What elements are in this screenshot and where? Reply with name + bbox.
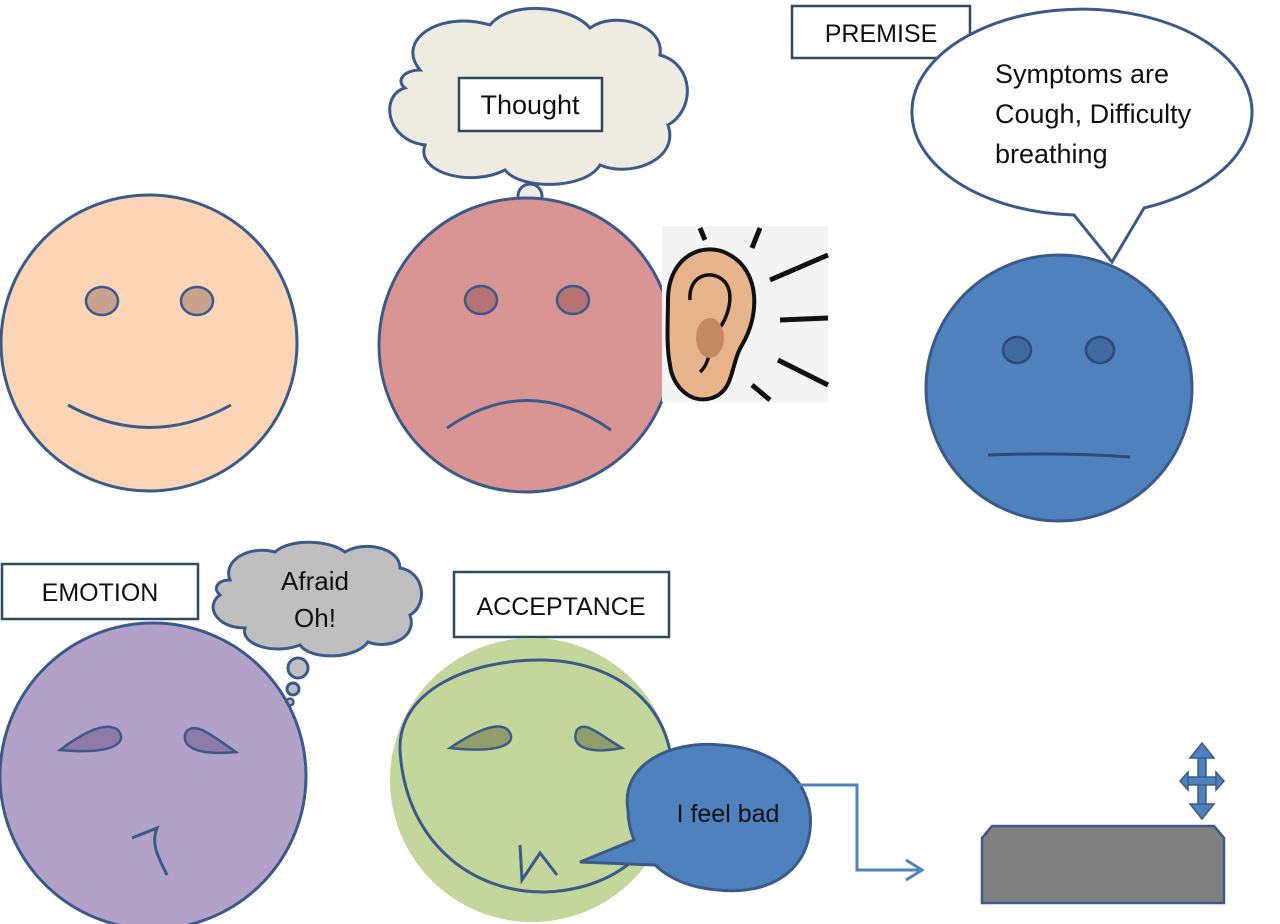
ear-icon [662,226,830,402]
connector-arrow [795,783,920,872]
move-cross-arrows-icon [1178,741,1226,821]
move-cross-up-head [1188,741,1216,759]
sad-face-head [377,196,675,494]
happy-face-smile [67,403,232,429]
purple-face-mouth [131,825,169,876]
purple-face-right-eye [183,726,240,755]
green-face-left-eye [446,725,513,751]
move-cross-left-head [1178,770,1189,792]
grey-block [980,824,1226,905]
ear-sound-line-4 [779,315,829,323]
emotion-label: EMOTION [42,579,159,607]
emotion-label-box [0,562,200,621]
ear-canal-shadow [696,318,724,358]
happy-face-head [0,193,299,493]
sad-face [377,196,675,494]
thought-label-box [457,76,604,133]
premise-label-box [790,4,972,60]
symptoms-line-2: Cough, Difficulty [995,99,1192,129]
neutral-face-left-eye [1001,335,1033,365]
ear-sound-line-3 [769,252,829,283]
ear-sound-line-2 [749,227,763,249]
afraid-cloud [211,540,423,707]
purple-face-left-eye [56,725,123,753]
symptoms-speech-bubble [910,7,1254,265]
ear-sound-line-6 [750,383,772,402]
symptoms-line-3: breathing [995,139,1108,169]
neutral-face-head [924,253,1194,523]
afraid-dot-1 [286,656,310,680]
neutral-face [924,253,1194,523]
premise-label: PREMISE [825,20,938,48]
ear-sound-line-1 [697,227,708,241]
move-cross-down-head [1188,803,1216,821]
feel-bad-text: I feel bad [677,800,780,828]
afraid-line-1: Afraid [281,566,349,596]
afraid-line-2: Oh! [294,603,336,633]
green-face-right-eye [574,725,626,752]
ear-sound-line-5 [776,357,830,388]
move-cross-right-head [1215,770,1226,792]
green-face-mouth [518,844,559,885]
green-face-head [390,638,674,922]
neutral-face-mouth [987,452,1131,459]
happy-face [0,193,299,493]
afraid-dot-2 [285,681,301,697]
feel-bad-speech-bubble [579,742,812,893]
purple-face [0,621,308,924]
thought-label: Thought [480,90,580,120]
sad-face-frown [446,399,612,432]
symptoms-line-1: Symptoms are [995,59,1169,89]
connector-arrow-head [905,858,925,882]
afraid-cloud-shape [211,540,423,658]
happy-face-left-eye [84,285,120,317]
acceptance-label-box [452,570,671,639]
sad-face-right-eye [555,284,591,316]
purple-face-head [0,621,308,924]
sad-face-left-eye [463,284,499,316]
happy-face-right-eye [179,285,215,317]
acceptance-label: ACCEPTANCE [476,593,645,621]
move-cross-horizontal-bar [1183,776,1221,786]
neutral-face-right-eye [1084,335,1116,365]
